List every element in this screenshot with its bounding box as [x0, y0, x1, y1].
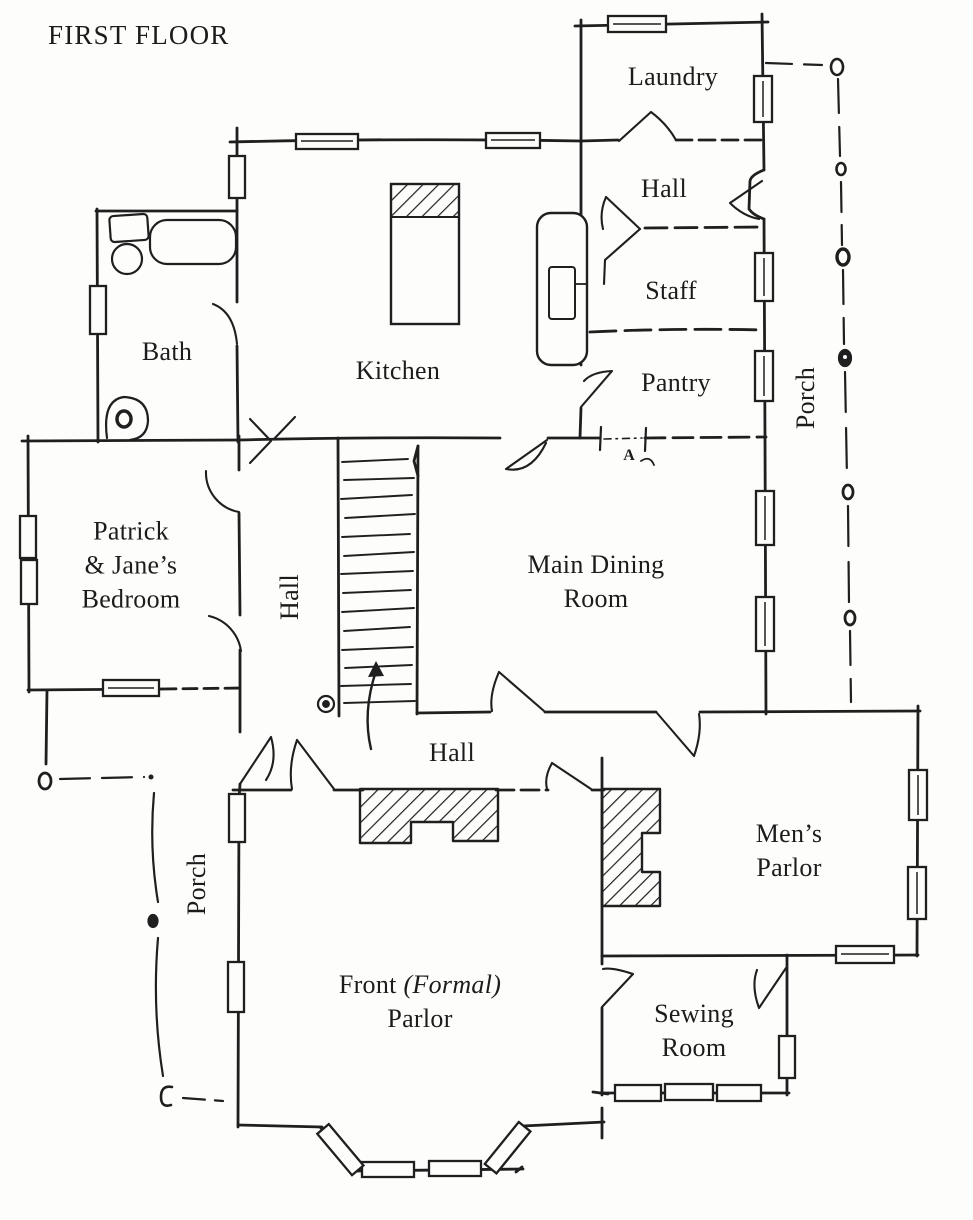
room-label-sewing: Sewing Room	[654, 999, 734, 1062]
bathtub-icon	[148, 218, 238, 266]
windows	[18, 14, 929, 1179]
room-label-front-parlor: Front (Formal) Parlor	[338, 970, 502, 1033]
sink-icon	[108, 212, 150, 244]
room-label-hall-lower: Hall	[429, 738, 475, 768]
room-label-mens-parlor: Men’s Parlor	[755, 819, 823, 882]
chimney-hatch-front-parlor	[358, 787, 500, 845]
stairs	[316, 458, 416, 714]
porch-right-posts	[764, 57, 857, 704]
room-label-bedroom: Patrick & Jane’s Bedroom	[81, 516, 181, 613]
bay-window-right	[483, 1120, 533, 1176]
room-label-laundry: Laundry	[627, 62, 719, 92]
bay-window-left	[315, 1122, 366, 1177]
stove	[535, 211, 589, 367]
door-swings	[204, 110, 788, 1010]
room-label-staff: Staff	[645, 276, 697, 306]
page-title: FIRST FLOOR	[48, 20, 230, 50]
stairs-up-arrow	[366, 661, 384, 751]
room-label-dining: Main Dining Room	[527, 550, 665, 613]
room-label-porch-right: Porch	[791, 366, 821, 430]
door-marker-a: A	[623, 447, 635, 464]
newel-post	[316, 694, 336, 714]
room-label-bath: Bath	[141, 337, 193, 367]
room-label-pantry: Pantry	[641, 368, 711, 398]
room-label-hall-center: Hall	[275, 574, 305, 620]
chimney-hatch-mens-parlor	[600, 787, 662, 908]
room-label-porch-left: Porch	[182, 852, 212, 916]
kitchen-island	[389, 182, 461, 326]
room-label-kitchen: Kitchen	[355, 356, 441, 386]
porch-left-posts	[37, 771, 225, 1107]
bath-fixtures	[105, 212, 238, 442]
toilet2-icon	[105, 395, 150, 442]
toilet-icon	[110, 242, 144, 276]
room-label-hall-upper: Hall	[641, 174, 687, 204]
